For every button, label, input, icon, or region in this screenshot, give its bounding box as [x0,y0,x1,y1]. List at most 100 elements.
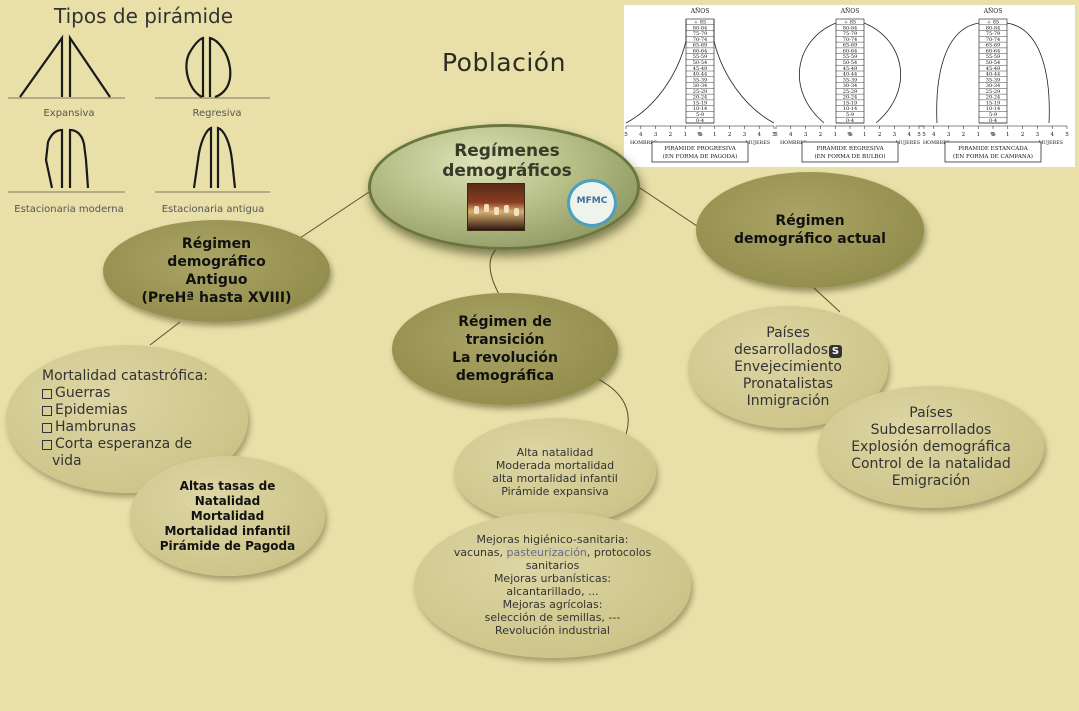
pyramid-age-label: 20-24 [986,95,1000,101]
antiguo-title-line2: demográfico [167,254,266,270]
pyramid-age-label: 80-84 [843,25,857,31]
pyramid-age-label: 45-49 [986,66,1000,72]
pyramid-age-label: 55-59 [986,54,1000,60]
node-rasgos-transicion: Alta natalidad Moderada mortalidad alta … [454,418,656,526]
pyramid-axis-tick-label: 3 [893,132,897,138]
pyramid-axis-tick-label: 4 [789,132,793,138]
pyramid-axis-tick-label: 2 [1021,132,1025,138]
sketch-estacionaria-antigua-left [192,126,213,189]
checkbox-bullet-icon [42,439,52,450]
list-item: Epidemias [42,402,248,419]
list-item: Hambrunas [42,419,248,436]
tasas-line: Altas tasas de [179,478,276,493]
pyramid-age-label: + 85 [987,20,999,26]
node-regimen-transicion: Régimen de transición La revolución demo… [392,293,618,405]
pyramid-types-title: Tipos de pirámide [54,4,233,28]
mortalidad-tail: vida [52,453,82,469]
pyramid-age-label: 10-14 [986,106,1000,112]
pyramid-axis-tick-label: 3 [654,132,658,138]
pyramid-age-label: 15-19 [693,100,707,106]
pyramid-age-label: 25-29 [843,89,857,95]
pyramid-age-label: 35-39 [693,77,707,83]
pyramid-mujeres-label: MUJERES [895,140,920,146]
node-regimen-actual: Régimen demográfico actual [696,172,924,288]
subdesarrollados-line: Emigración [891,472,971,489]
checkbox-bullet-icon [42,422,52,433]
pyramid-axis-tick-label: 5 [772,132,776,138]
label-estacionaria-moderna: Estacionaria moderna [14,204,124,215]
pyramid-axis-tick-label: 3 [1036,132,1040,138]
pyramid-axis-tick-label: 5 [624,132,628,138]
center-title-line1: Regímenes [454,141,560,161]
pyramid-axis-tick-label: 0 [848,132,852,138]
pyramid-percent-label: % [847,132,852,138]
pyramid-age-label: 50-54 [986,60,1000,66]
page-title: Población [442,48,566,77]
pyramid-axis-tick-label: 3 [804,132,808,138]
pyramid-caption-line2: (EN FORMA DE BULBO) [814,153,885,160]
pyramid-age-label: 60-64 [986,48,1000,54]
mejoras-line2: vacunas, pasteurización, protocolos [453,546,652,559]
checkbox-bullet-icon [42,405,52,416]
pyramid-caption-line1: PIRAMIDE ESTANCADA [958,146,1029,152]
pyramid-age-label: 35-39 [843,77,857,83]
desarrollados-line: Inmigración [746,392,830,409]
pasteurizacion-link[interactable]: pasteurización [506,546,587,559]
tasas-line: Mortalidad [190,508,265,523]
pyramid-axis-tick-label: 0 [698,132,702,138]
rasgo-line: Moderada mortalidad [495,459,615,472]
subdesarrollados-line: Subdesarrollados [870,421,992,438]
pyramid-age-label: 10-14 [843,106,857,112]
pyramid-axis-tick-label: 5 [774,132,778,138]
actual-title-line2: demográfico actual [734,231,886,247]
pyramid-axis-tick-label: 4 [1050,132,1054,138]
pyramid-age-label: 60-64 [843,48,857,54]
center-photo [467,183,525,231]
pyramid-age-header: AÑOS [983,7,1003,15]
antiguo-title-line1: Régimen [181,236,252,252]
pyramid-age-label: 35-39 [986,77,1000,83]
mejoras-line: sanitarios [525,559,580,572]
pyramid-axis-tick-label: 2 [819,132,823,138]
pyramid-age-label: 80-84 [693,25,707,31]
pyramid-caption-line2: (EN FORMA DE PAGODA) [663,153,738,160]
pyramid-age-label: 10-14 [693,106,707,112]
sketch-regresiva-left [185,36,205,98]
center-title: Regímenes demográficos [371,141,643,181]
pyramid-axis-tick-label: 5 [1065,132,1069,138]
pyramid-age-label: 20-24 [693,95,707,101]
rasgo-line: Pirámide expansiva [501,485,609,498]
s-badge-icon[interactable]: S [829,344,842,358]
node-mejoras: Mejoras higiénico-sanitaria: vacunas, pa… [414,512,691,658]
pyramid-age-label: + 85 [844,20,856,26]
pyramid-age-header: AÑOS [840,7,860,15]
mfmc-logo: MFMC [567,179,617,227]
pyramid-axis-tick-label: 4 [932,132,936,138]
pyramid-age-label: 0-4 [989,118,997,124]
pyramid-age-label: 75-79 [986,31,1000,37]
pyramid-age-label: 65-69 [843,43,857,49]
pyramid-age-label: 70-74 [693,37,707,43]
pyramid-age-label: 5-9 [696,112,704,118]
mortalidad-heading: Mortalidad catastrófica: [42,368,209,384]
label-estacionaria-antigua: Estacionaria antigua [161,204,265,215]
desarrollados-line: Envejecimiento [734,358,842,375]
pyramid-axis-tick-label: 2 [728,132,732,138]
pyramid-panel-svg: AÑOS+ 8580-8475-7970-7465-6960-6455-5950… [624,7,1069,163]
pyramid-age-label: 5-9 [989,112,997,118]
pyramid-axis-tick-label: 5 [917,132,921,138]
mejoras-line: Mejoras higiénico-sanitaria: [476,533,629,546]
pyramid-age-label: 70-74 [986,37,1000,43]
pyramid-age-label: 45-49 [693,66,707,72]
pyramid-age-label: 50-54 [843,60,857,66]
pyramid-axis-tick-label: 5 [922,132,926,138]
pyramid-axis-tick-label: 1 [863,132,867,138]
sketch-estacionaria-moderna-left [44,128,64,189]
connector-center-antiguo [299,189,373,239]
pyramid-hombres-label: HOMBRES [780,140,807,146]
pyramid-age-label: 0-4 [846,118,854,124]
pyramid-type-sketches [8,34,270,193]
pyramid-axis-tick-label: 4 [757,132,761,138]
connector-antiguo-mortalidad [149,321,181,346]
pyramid-outline [936,22,1050,124]
